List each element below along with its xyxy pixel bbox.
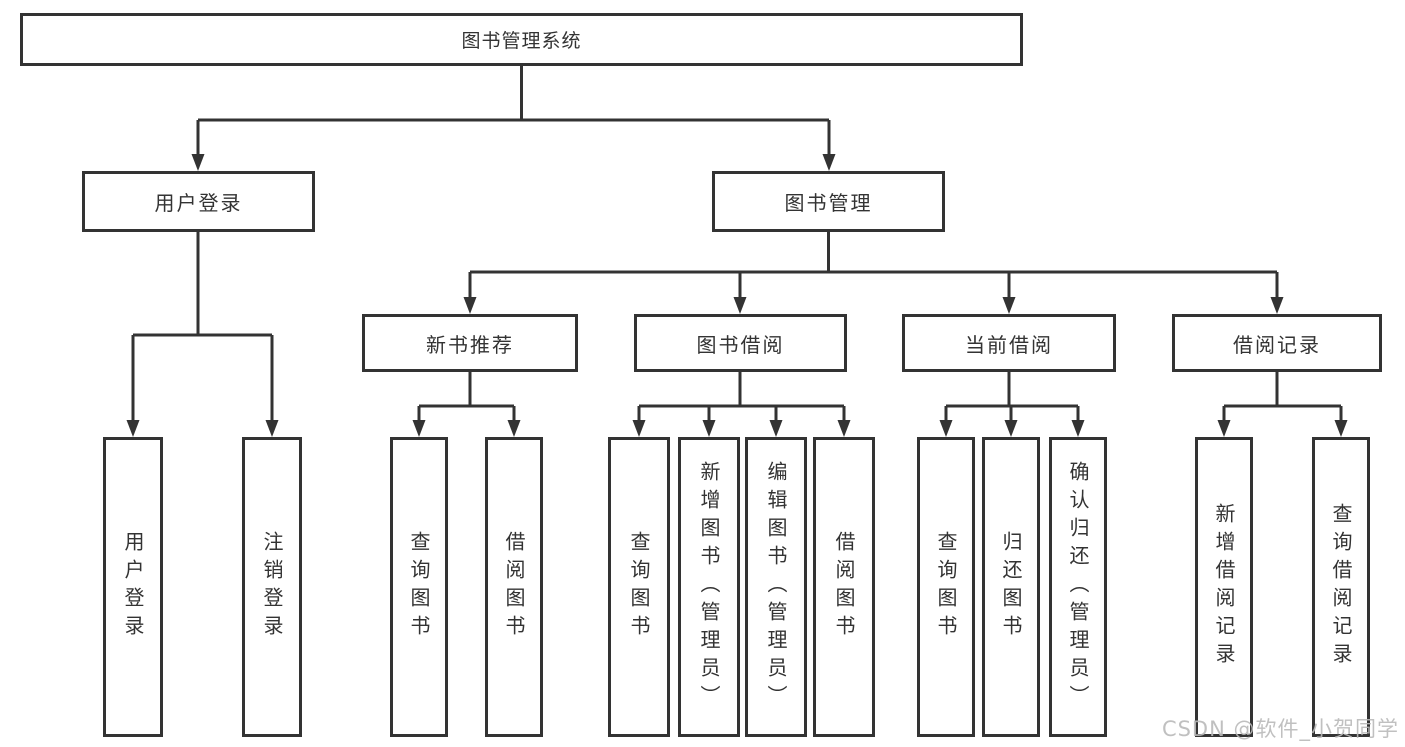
node-label: 图书管理系统: [461, 30, 582, 52]
node-book-management: 图书管理: [712, 171, 945, 232]
node-new-book-recommend: 新书推荐: [362, 314, 578, 372]
leaf-return-books: 归还图书: [982, 437, 1040, 737]
node-label: 用户登录: [154, 191, 243, 215]
leaf-borrow-books: 借阅图书: [813, 437, 875, 737]
leaf-query-books-current: 查询图书: [917, 437, 975, 737]
leaf-user-login: 用户登录: [103, 437, 163, 737]
leaf-label: 查询图书: [627, 531, 651, 643]
node-borrow-records: 借阅记录: [1172, 314, 1382, 372]
leaf-query-books-recommend: 查询图书: [390, 437, 448, 737]
leaf-confirm-return-admin: 确认归还（管理员）: [1049, 437, 1107, 737]
leaf-query-borrow-record: 查询借阅记录: [1312, 437, 1370, 737]
leaf-label: 用户登录: [121, 531, 145, 643]
leaf-label: 编辑图书（管理员）: [764, 461, 788, 713]
csdn-watermark: CSDN @软件_小贺同学: [1161, 717, 1399, 741]
leaf-query-books-borrow: 查询图书: [608, 437, 670, 737]
leaf-label: 新增借阅记录: [1212, 503, 1236, 671]
leaf-edit-books-admin: 编辑图书（管理员）: [745, 437, 807, 737]
node-label: 当前借阅: [965, 332, 1053, 357]
leaf-label: 注销登录: [260, 531, 284, 643]
node-current-borrow: 当前借阅: [902, 314, 1116, 372]
node-label: 新书推荐: [426, 332, 514, 357]
leaf-logout: 注销登录: [242, 437, 302, 737]
arrowheads: [126, 154, 1348, 437]
node-label: 借阅记录: [1233, 332, 1321, 357]
leaf-label: 查询图书: [934, 531, 958, 643]
leaf-label: 新增图书（管理员）: [697, 461, 721, 713]
leaf-label: 查询图书: [407, 531, 431, 643]
leaf-add-books-admin: 新增图书（管理员）: [678, 437, 740, 737]
node-library-management-system: 图书管理系统: [20, 13, 1023, 66]
node-label: 图书借阅: [696, 332, 785, 357]
leaf-add-borrow-record: 新增借阅记录: [1195, 437, 1253, 737]
leaf-label: 归还图书: [999, 531, 1023, 643]
leaf-label: 借阅图书: [832, 531, 856, 643]
node-label: 图书管理: [784, 191, 873, 215]
leaf-label: 确认归还（管理员）: [1066, 461, 1090, 713]
node-book-borrow: 图书借阅: [634, 314, 847, 372]
leaf-label: 借阅图书: [502, 531, 526, 643]
leaf-borrow-books-recommend: 借阅图书: [485, 437, 543, 737]
leaf-label: 查询借阅记录: [1329, 503, 1353, 671]
node-user-login: 用户登录: [82, 171, 315, 232]
